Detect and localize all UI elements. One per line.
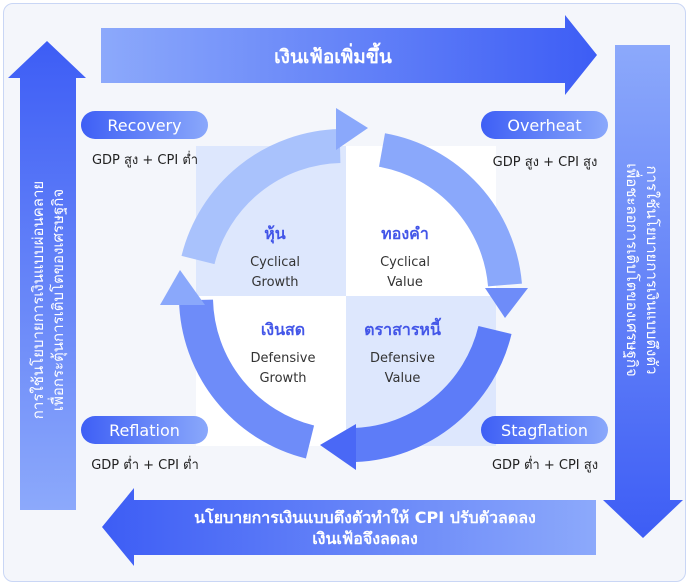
cycle-arrowhead — [485, 288, 528, 318]
left-arrow-label: การใช้นโยบายการเงินแบบผ่อนคลาย เพื่อกระต… — [28, 150, 68, 450]
phase-reflation-desc: GDP ต่ำ + CPI ต่ำ — [91, 458, 199, 473]
top-arrow — [101, 15, 597, 95]
cycle-arrowhead — [320, 424, 356, 470]
quadrant-bonds-line1: Defensive — [370, 351, 435, 366]
phase-overheat: Overheat — [481, 111, 608, 139]
phase-recovery: Recovery — [81, 111, 208, 139]
quadrant-stocks-line2: Growth — [251, 275, 299, 290]
quadrant-stocks-line1: Cyclical — [250, 255, 300, 270]
cycle-ring — [179, 129, 522, 462]
cycle-arrowhead — [336, 108, 368, 150]
phase-stagflation: Stagflation — [481, 416, 608, 444]
quadrant-stocks-title: หุ้น — [264, 224, 286, 243]
left-arrow-line2: เพื่อกระตุ้นการเติบโตของเศรษฐกิจ — [49, 188, 67, 412]
quadrant-cash-title: เงินสด — [260, 320, 306, 339]
quadrant-gold: ทองคำ Cyclical Value — [350, 222, 460, 293]
quadrant-gold-title: ทองคำ — [381, 224, 429, 243]
quadrant-cash-line2: Growth — [259, 371, 307, 386]
quadrant-gold-line1: Cyclical — [380, 255, 430, 270]
right-arrow-label: การใช้นโยบายการเงินแบบตึงตัว เพื่อชะลอกา… — [622, 120, 662, 420]
quadrant-cash: เงินสด Defensive Growth — [228, 318, 338, 389]
quadrant-bonds-line2: Value — [384, 371, 421, 386]
bottom-arrow-line2: เงินเฟ้อจึงลดลง — [312, 529, 418, 548]
phase-overheat-desc: GDP สูง + CPI สูง — [492, 155, 598, 170]
quadrant-gold-line2: Value — [387, 275, 423, 290]
phase-reflation: Reflation — [81, 416, 208, 444]
bottom-arrow — [102, 488, 596, 566]
cycle-arrowhead — [160, 270, 205, 305]
phase-recovery-desc: GDP สูง + CPI ต่ำ — [91, 153, 199, 168]
left-arrow-line1: การใช้นโยบายการเงินแบบผ่อนคลาย — [29, 180, 47, 420]
quadrant-bonds-title: ตราสารหนี้ — [364, 320, 441, 339]
bottom-arrow-label: นโยบายการเงินแบบตึงตัวทำให้ CPI ปรับตัวล… — [134, 507, 596, 549]
bottom-arrow-line1: นโยบายการเงินแบบตึงตัวทำให้ CPI ปรับตัวล… — [194, 508, 536, 527]
right-arrow — [603, 45, 683, 538]
left-arrow — [8, 41, 86, 510]
quadrant-cash-line1: Defensive — [250, 351, 316, 366]
right-arrow-line1: การใช้นโยบายการเงินแบบตึงตัว — [643, 165, 661, 375]
quadrant-stocks: หุ้น Cyclical Growth — [220, 222, 330, 293]
right-arrow-line2: เพื่อชะลอการเติบโตของเศรษฐกิจ — [623, 163, 641, 377]
phase-stagflation-desc: GDP ต่ำ + CPI สูง — [491, 458, 599, 473]
top-arrow-label: เงินเฟ้อเพิ่มขึ้น — [274, 46, 392, 68]
quadrant-bonds: ตราสารหนี้ Defensive Value — [340, 318, 465, 389]
